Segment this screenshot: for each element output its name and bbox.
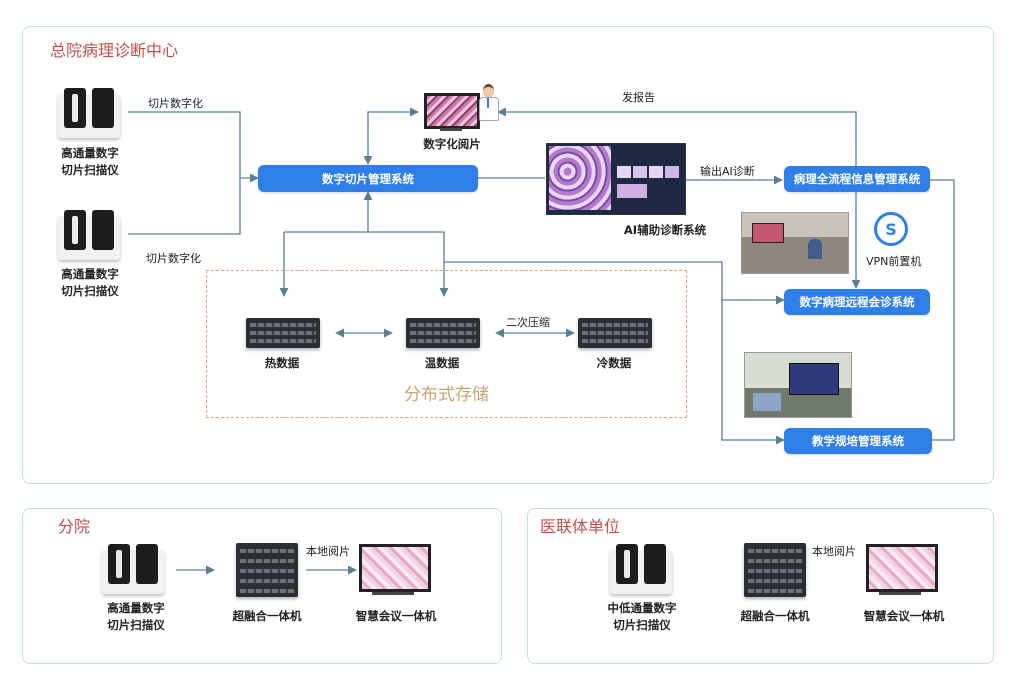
remote-consult-system[interactable]: 数字病理远程会诊系统 bbox=[784, 289, 930, 315]
teaching-photo bbox=[744, 352, 852, 418]
monitor-stand bbox=[440, 128, 462, 131]
branch-hyperconverged-server bbox=[236, 543, 298, 597]
pathology-info-system[interactable]: 病理全流程信息管理系统 bbox=[784, 166, 930, 192]
warm-data-server bbox=[406, 318, 480, 348]
alliance-hyperconverged-server bbox=[744, 543, 806, 597]
alliance-meeting-monitor bbox=[866, 544, 938, 592]
branch-scanner-label: 高通量数字 切片扫描仪 bbox=[107, 601, 165, 632]
digitize-label-2: 切片数字化 bbox=[146, 252, 201, 265]
digitize-label-1: 切片数字化 bbox=[148, 97, 203, 110]
branch-meeting-monitor bbox=[359, 544, 431, 592]
alliance-local-reading-label: 本地阅片 bbox=[812, 545, 856, 558]
alliance-scanner bbox=[610, 544, 672, 594]
alliance-hyperconverged-label: 超融合一体机 bbox=[740, 609, 810, 623]
branch-local-reading-label: 本地阅片 bbox=[306, 545, 350, 558]
report-label: 发报告 bbox=[622, 91, 655, 104]
alliance-title: 医联体单位 bbox=[540, 517, 621, 536]
branch-hyperconverged-label: 超融合一体机 bbox=[232, 609, 302, 623]
hot-data-server bbox=[246, 318, 320, 348]
ai-output-label: 输出AI诊断 bbox=[700, 165, 755, 178]
cold-data-server bbox=[578, 318, 652, 348]
cold-data-label: 冷数据 bbox=[596, 356, 632, 370]
vpn-label: VPN前置机 bbox=[866, 255, 922, 268]
remote-consult-photo bbox=[741, 212, 849, 274]
scanner-1-label: 高通量数字 切片扫描仪 bbox=[61, 146, 119, 177]
branch-scanner bbox=[102, 544, 164, 594]
ai-diagnosis-screen bbox=[546, 143, 686, 215]
branch-monitor-stand bbox=[372, 592, 414, 595]
compress-label: 二次压缩 bbox=[506, 316, 550, 329]
scanner-device-2 bbox=[58, 210, 120, 260]
branch-title: 分院 bbox=[58, 517, 91, 536]
digital-reading-label: 数字化阅片 bbox=[423, 137, 481, 151]
vpn-icon: S bbox=[874, 212, 908, 246]
alliance-scanner-label: 中低通量数字 切片扫描仪 bbox=[607, 601, 677, 632]
alliance-monitor-stand bbox=[879, 592, 921, 595]
alliance-meeting-label: 智慧会议一体机 bbox=[863, 609, 945, 623]
branch-meeting-label: 智慧会议一体机 bbox=[355, 609, 437, 623]
digital-reading-monitor bbox=[424, 93, 480, 129]
slide-management-system[interactable]: 数字切片管理系统 bbox=[258, 165, 478, 192]
scanner-device-1 bbox=[58, 88, 120, 138]
ai-system-label: AI辅助诊断系统 bbox=[623, 223, 707, 237]
storage-title: 分布式存储 bbox=[404, 385, 489, 405]
doctor-icon bbox=[478, 84, 499, 122]
warm-data-label: 温数据 bbox=[424, 356, 460, 370]
distributed-storage-box bbox=[206, 270, 687, 418]
scanner-2-label: 高通量数字 切片扫描仪 bbox=[61, 267, 119, 298]
teaching-system[interactable]: 教学规培管理系统 bbox=[784, 428, 932, 454]
main-center-title: 总院病理诊断中心 bbox=[50, 41, 179, 60]
hot-data-label: 热数据 bbox=[264, 356, 300, 370]
